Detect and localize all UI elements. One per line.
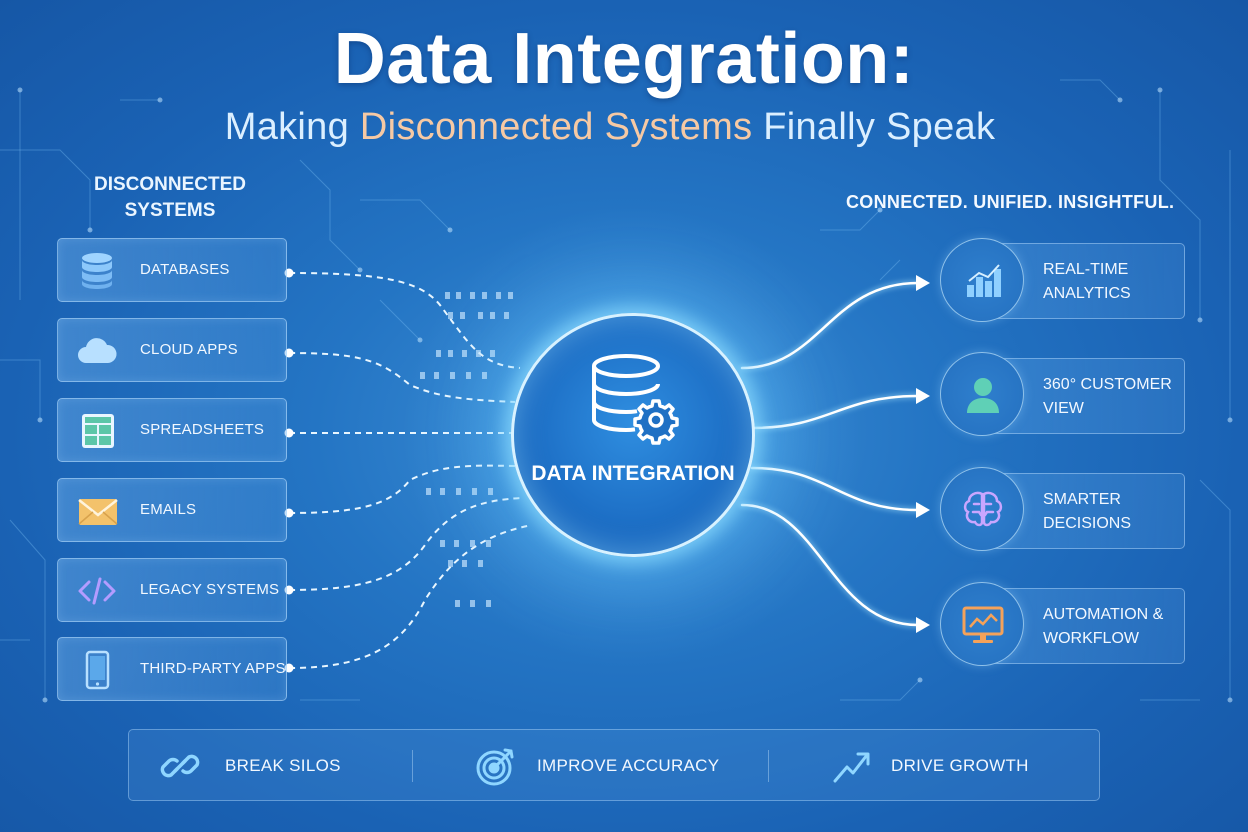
- outcome-label-customer-view: 360° CUSTOMER VIEW: [1043, 376, 1172, 417]
- arrowheads: [916, 275, 930, 633]
- growth-arrow-icon: [833, 752, 870, 783]
- page-title: Data Integration:: [333, 19, 915, 99]
- cloud-icon: [78, 338, 117, 363]
- benefit-divider: [768, 750, 769, 782]
- source-label-legacy-systems: LEGACY SYSTEMS: [140, 581, 280, 598]
- source-card-cloud-apps: CLOUD APPS: [57, 318, 287, 382]
- circuit-nodes: [17, 87, 1233, 703]
- code-icon: [78, 577, 116, 605]
- data-stream: [420, 292, 513, 607]
- database-icon: [82, 253, 112, 289]
- subtitle-highlight: Disconnected Systems: [359, 106, 753, 148]
- source-label-cloud-apps: CLOUD APPS: [140, 341, 238, 358]
- envelope-icon: [78, 499, 118, 525]
- monitor-icon: [962, 606, 1004, 643]
- page-subtitle: Making Disconnected Systems Finally Spea…: [0, 106, 1220, 149]
- source-card-databases: DATABASES: [57, 238, 287, 302]
- source-connectors: [288, 272, 533, 669]
- outcome-icon-circle-decisions: [940, 467, 1024, 551]
- source-label-emails: EMAILS: [140, 501, 197, 518]
- benefit-label-drive-growth: DRIVE GROWTH: [891, 756, 1029, 775]
- spreadsheet-icon: [82, 414, 114, 448]
- data-integration-hub: DATA INTEGRATION: [511, 313, 755, 557]
- circuit-lines: [0, 79, 1231, 701]
- source-label-third-party-apps: THIRD-PARTY APPS: [140, 660, 286, 677]
- target-icon: [476, 748, 514, 786]
- outcome-card-real-time-analytics: REAL-TIME ANALYTICS: [985, 243, 1185, 319]
- outcome-label-real-time-analytics: REAL-TIME ANALYTICS: [1043, 261, 1131, 302]
- benefit-label-break-silos: BREAK SILOS: [225, 756, 341, 775]
- source-card-emails: EMAILS: [57, 478, 287, 542]
- subtitle-start: Making: [224, 106, 360, 148]
- outcome-label-automation-workflow: AUTOMATION & WORKFLOW: [1043, 606, 1164, 647]
- source-label-databases: DATABASES: [140, 261, 230, 278]
- phone-icon: [85, 650, 110, 690]
- outcome-icon-circle-customer: [940, 352, 1024, 436]
- brain-icon: [963, 491, 1003, 527]
- source-card-spreadsheets: SPREADSHEETS: [57, 398, 287, 462]
- user-icon: [967, 378, 999, 413]
- database-gear-icon: [592, 354, 679, 445]
- connected-heading: CONNECTED. UNIFIED. INSIGHTFUL.: [846, 192, 1175, 212]
- source-card-legacy-systems: LEGACY SYSTEMS: [57, 558, 287, 622]
- link-icon: [160, 754, 200, 778]
- outcome-icon-circle-analytics: [940, 238, 1024, 322]
- subtitle-end: Finally Speak: [752, 106, 996, 148]
- benefit-label-improve-accuracy: IMPROVE ACCURACY: [537, 756, 720, 775]
- outcome-label-smarter-decisions: SMARTER DECISIONS: [1043, 491, 1132, 532]
- source-card-third-party-apps: THIRD-PARTY APPS: [57, 637, 287, 701]
- outcome-connectors: [738, 279, 922, 629]
- bar-chart-icon: [967, 264, 1001, 297]
- benefits-bar: BREAK SILOS IMPROVE ACCURACY DRIVE GROWT…: [128, 729, 1100, 801]
- outcome-icon-circle-automation: [940, 582, 1024, 666]
- disconnected-systems-heading: DISCONNECTED SYSTEMS: [93, 174, 246, 221]
- hub-label: DATA INTEGRATION: [531, 462, 735, 485]
- benefit-divider: [412, 750, 413, 782]
- source-label-spreadsheets: SPREADSHEETS: [140, 421, 265, 438]
